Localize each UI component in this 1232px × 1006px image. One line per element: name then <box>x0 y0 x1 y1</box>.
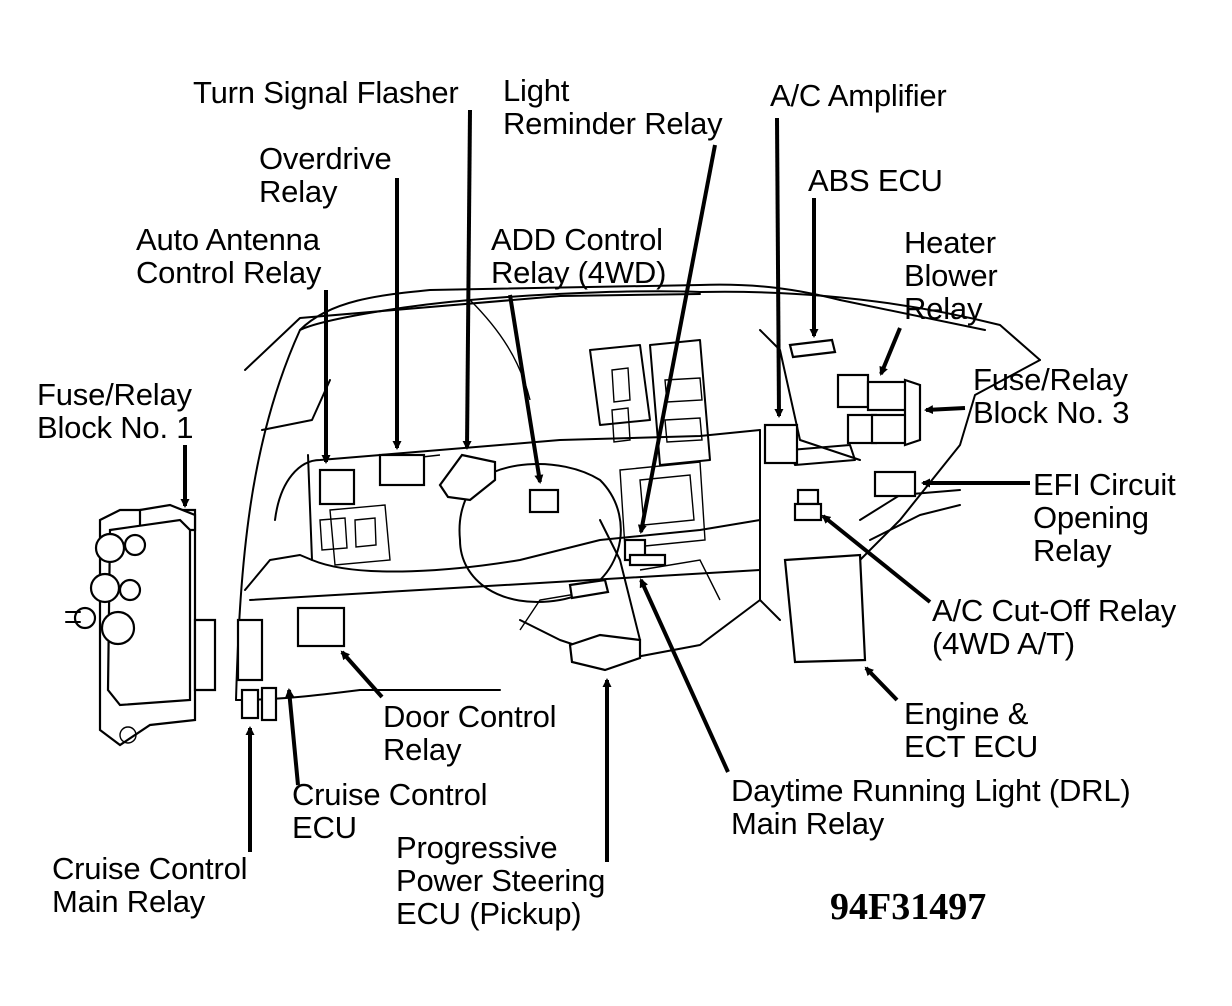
figure-code: 94F31497 <box>830 886 987 928</box>
efi-relay-box <box>873 470 917 498</box>
cruise-main-relay-box <box>240 688 260 720</box>
leader-lines <box>180 109 1030 862</box>
power-steering-ecu-box <box>568 633 642 672</box>
label-progressive-power-steering-ecu: Progressive Power Steering ECU (Pickup) <box>396 830 606 931</box>
fuse-relay-block-1-drawing <box>65 503 217 747</box>
label-turn-signal-flasher: Turn Signal Flasher <box>193 75 459 110</box>
label-add-control-relay: ADD Control Relay (4WD) <box>491 222 667 290</box>
engine-ecu-box <box>783 553 867 664</box>
label-overdrive-relay: Overdrive Relay <box>259 141 392 209</box>
label-door-control-relay: Door Control Relay <box>383 699 557 767</box>
abs-ecu-box <box>788 338 837 359</box>
label-heater-blower-relay: Heater Blower Relay <box>904 225 998 326</box>
label-auto-antenna-control-relay: Auto Antenna Control Relay <box>136 222 322 290</box>
cruise-control-ecu-box <box>236 618 264 682</box>
label-ac-amplifier: A/C Amplifier <box>770 78 947 113</box>
ac-cutoff-relay-drawing <box>793 488 823 522</box>
cruise-main-relay-box-2 <box>260 686 278 722</box>
ac-amplifier-box <box>763 423 799 465</box>
drl-main-relay-box <box>628 553 667 567</box>
label-fuse-relay-block-1: Fuse/Relay Block No. 1 <box>37 377 194 445</box>
label-drl-main-relay: Daytime Running Light (DRL) Main Relay <box>731 773 1131 841</box>
dashboard-outline <box>235 283 1041 701</box>
label-cruise-control-main-relay: Cruise Control Main Relay <box>52 851 248 919</box>
center-connector-box <box>568 578 610 600</box>
label-efi-circuit-opening-relay: EFI Circuit Opening Relay <box>1033 467 1176 568</box>
label-fuse-relay-block-3: Fuse/Relay Block No. 3 <box>973 362 1130 430</box>
auto-antenna-relay-box <box>318 468 356 506</box>
add-control-relay-box <box>528 488 560 514</box>
label-light-reminder-relay: Light Reminder Relay <box>503 73 723 141</box>
overdrive-relay-box <box>378 453 426 487</box>
fuse-relay-block-3-drawing <box>836 373 922 447</box>
label-engine-ect-ecu: Engine & ECT ECU <box>904 696 1039 764</box>
label-ac-cutoff-relay: A/C Cut-Off Relay (4WD A/T) <box>932 593 1177 661</box>
turn-signal-flasher-box <box>438 453 497 502</box>
label-cruise-control-ecu: Cruise Control ECU <box>292 777 488 845</box>
label-abs-ecu: ABS ECU <box>808 163 943 198</box>
door-control-relay-box <box>296 606 346 648</box>
